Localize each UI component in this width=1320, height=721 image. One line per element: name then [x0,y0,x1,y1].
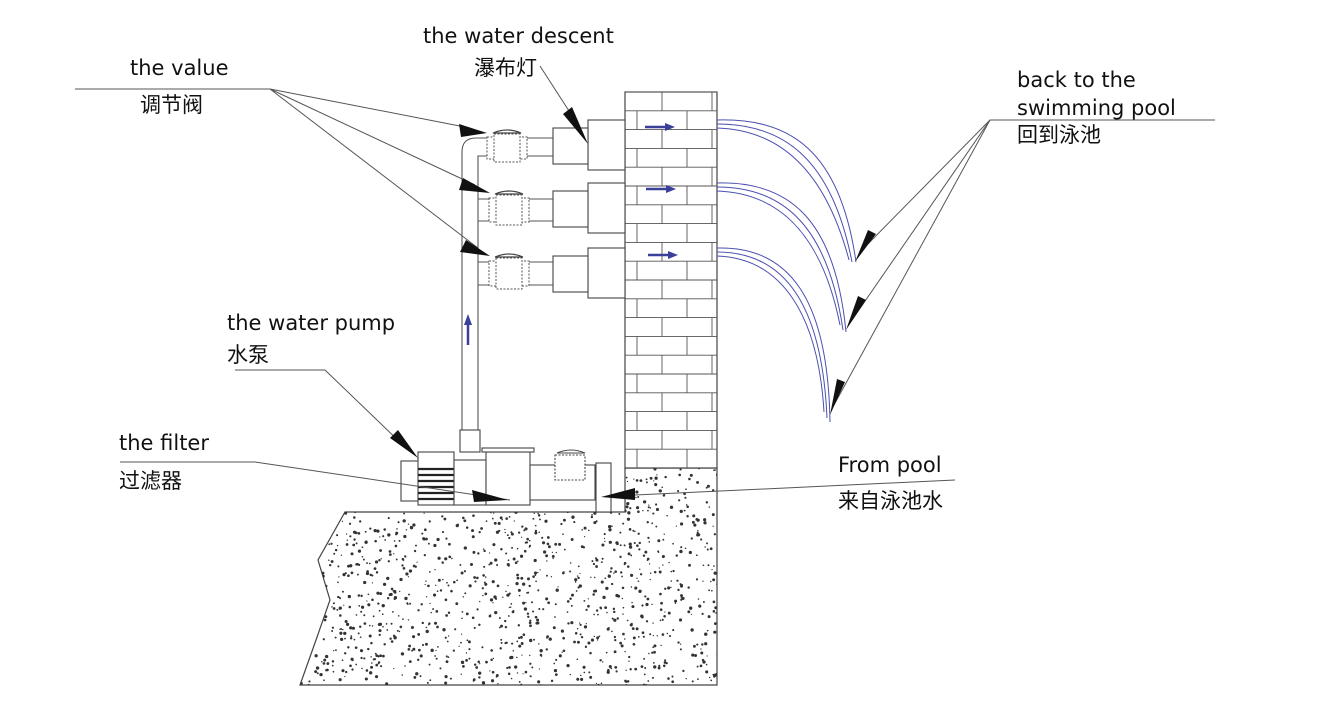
from-pool-label-en: From pool [838,453,942,477]
filter-label-zh: 过滤器 [119,469,182,493]
valve-label-zh: 调节阀 [140,93,203,117]
waterfall-nozzles [552,119,626,299]
pump-label-en: the water pump [227,311,396,335]
back-label-en-2: swimming pool [1017,96,1176,120]
filter-label-en: the filter [119,431,209,455]
valves [486,133,530,290]
descent-label-zh: 瀑布灯 [474,56,537,80]
from-pool-label-zh: 来自泳池水 [838,489,943,513]
flow-arrows [464,123,678,345]
valve-label-en: the value [130,56,229,80]
pump-label-zh: 水泵 [227,343,269,367]
back-label-zh: 回到泳池 [1017,123,1101,147]
leader-lines [75,65,1215,501]
water-streams [716,119,857,423]
descent-label-en: the water descent [423,24,614,48]
brick-wall [624,91,718,469]
leader-arrowheads [390,107,876,502]
back-label-en-1: back to the [1017,68,1136,92]
water-pump [400,429,612,513]
